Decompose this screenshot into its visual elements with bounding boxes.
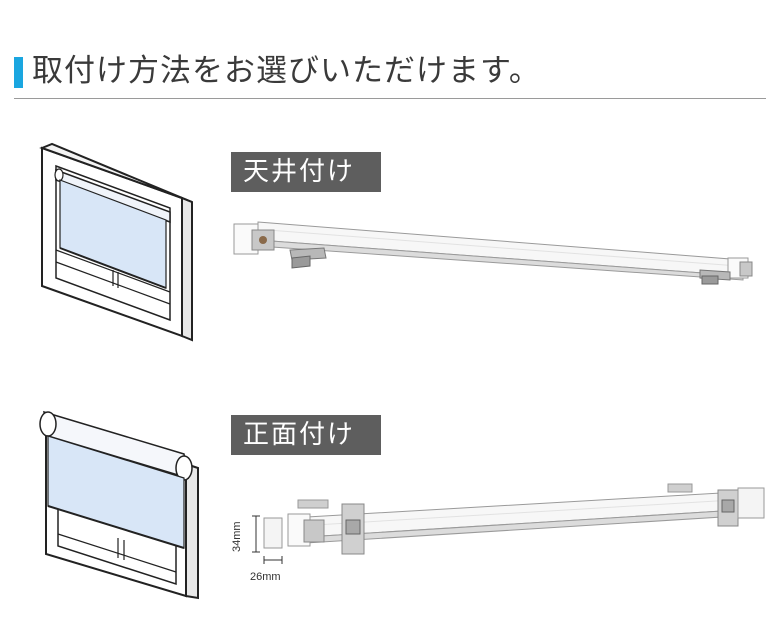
dimension-height-label: 34mm: [231, 521, 243, 552]
front-mount-rail-illustration: 34mm 26mm: [231, 483, 765, 583]
dimension-width-label: 26mm: [250, 571, 281, 583]
front-mount-window-illustration: [39, 410, 199, 600]
page-header: 取付け方法をお選びいただけます。: [0, 0, 780, 100]
header-divider: [14, 98, 766, 99]
ceiling-mount-rail-illustration: [233, 221, 753, 285]
ceiling-mount-window-illustration: [39, 142, 193, 342]
ceiling-mount-label: 天井付け: [231, 152, 381, 192]
front-mount-label: 正面付け: [231, 415, 381, 455]
title-accent-bar: [14, 57, 23, 88]
page-title: 取付け方法をお選びいただけます。: [32, 53, 541, 89]
